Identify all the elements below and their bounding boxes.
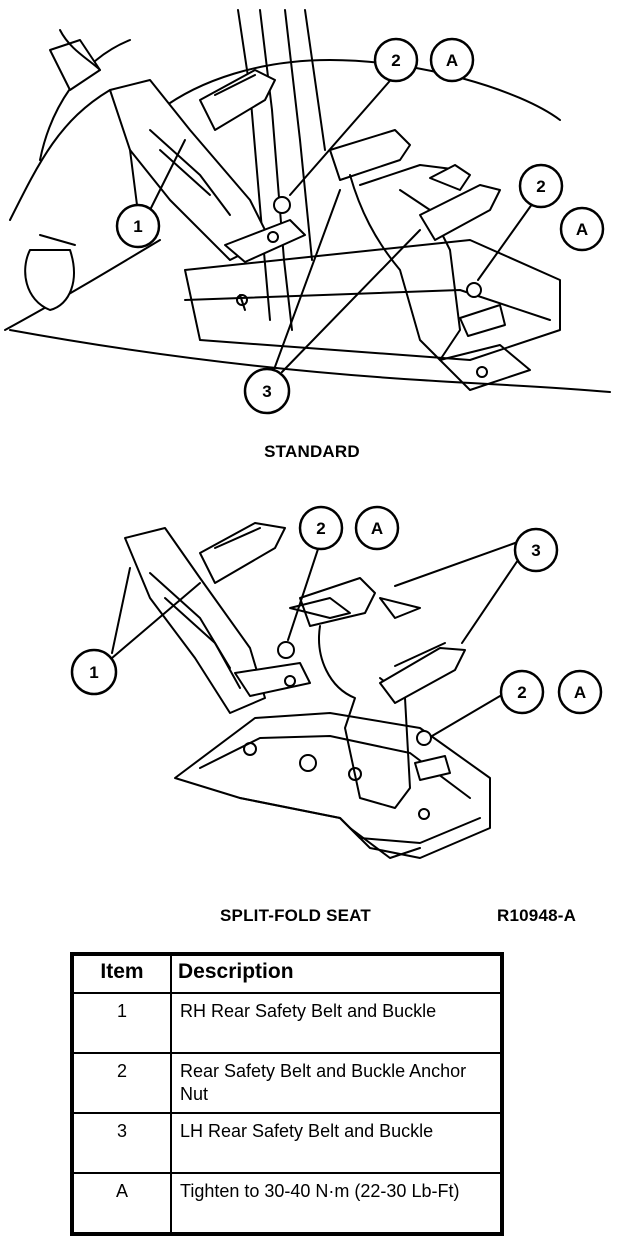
rh-buckle-latch [199,522,286,584]
svg-text:1: 1 [133,217,142,236]
lh-buckle-latch [419,184,501,241]
rh-buckle-latch [199,69,276,131]
table-row: A Tighten to 30-40 N·m (22-30 Lb-Ft) [72,1172,502,1234]
item-description: RH Rear Safety Belt and Buckle [170,992,502,1054]
floor-pan [174,712,491,859]
floor-pan [184,239,561,361]
lh-buckle-housing [329,129,411,181]
svg-text:3: 3 [262,382,271,401]
svg-text:A: A [371,519,383,538]
callout-item-a: A [429,37,475,83]
item-number: 2 [72,1052,172,1114]
anchor-plate-left [224,219,306,263]
standard-seat-belt-illustration: 1 2 A 2 A 3 [4,9,611,415]
callout-item-2: 2 [499,669,545,715]
item-description: Rear Safety Belt and Buckle Anchor Nut [170,1052,502,1114]
anchor-nut-right [416,730,432,746]
table-row: 3 LH Rear Safety Belt and Buckle [72,1112,502,1174]
legend-header-row: Item Description [72,954,502,994]
anchor-nut-left [277,641,295,659]
callout-item-a: A [559,206,605,252]
svg-text:2: 2 [316,519,325,538]
lh-buckle-latch [379,647,466,704]
split-fold-seat-belt-illustration: 2 A 1 3 2 A [70,505,603,859]
callout-item-1: 1 [115,203,161,249]
description-column-header: Description [170,954,502,994]
callout-item-2: 2 [298,505,344,551]
split-fold-caption: SPLIT-FOLD SEAT [220,906,371,925]
callout-item-3: 3 [243,367,291,415]
standard-caption: STANDARD [264,442,360,461]
lh-buckle-housing [299,577,376,627]
anchor-nut-left [273,196,291,214]
callout-item-2: 2 [518,163,564,209]
seat-back-outline [4,239,161,331]
callouts-split-fold: 2 A 1 3 2 A [70,505,603,715]
item-number: A [72,1172,172,1234]
svg-text:A: A [446,51,458,70]
svg-text:3: 3 [531,541,540,560]
center-pillar [237,9,271,321]
item-number: 1 [72,992,172,1054]
svg-text:1: 1 [89,663,98,682]
anchor-plate-left [234,662,311,697]
figure-reference-number: R10948-A [497,906,577,925]
item-column-header: Item [72,954,172,994]
legend-table: Item Description 1 RH Rear Safety Belt a… [70,952,504,1236]
svg-text:A: A [574,683,586,702]
anchor-plate-right [414,755,451,781]
item-number: 3 [72,1112,172,1174]
svg-text:2: 2 [517,683,526,702]
callout-item-3: 3 [513,527,559,573]
table-row: 1 RH Rear Safety Belt and Buckle [72,992,502,1054]
anchor-nut-right [466,282,482,298]
table-row: 2 Rear Safety Belt and Buckle Anchor Nut [72,1052,502,1114]
callout-item-a: A [557,669,603,715]
callouts-standard: 1 2 A 2 A 3 [115,37,605,415]
item-description: Tighten to 30-40 N·m (22-30 Lb-Ft) [170,1172,502,1234]
callout-item-a: A [354,505,400,551]
item-description: LH Rear Safety Belt and Buckle [170,1112,502,1174]
svg-text:A: A [576,220,588,239]
anchor-plate-right [459,304,506,337]
callout-item-2: 2 [373,37,419,83]
svg-text:2: 2 [536,177,545,196]
callout-item-1: 1 [70,648,118,696]
svg-text:2: 2 [391,51,400,70]
